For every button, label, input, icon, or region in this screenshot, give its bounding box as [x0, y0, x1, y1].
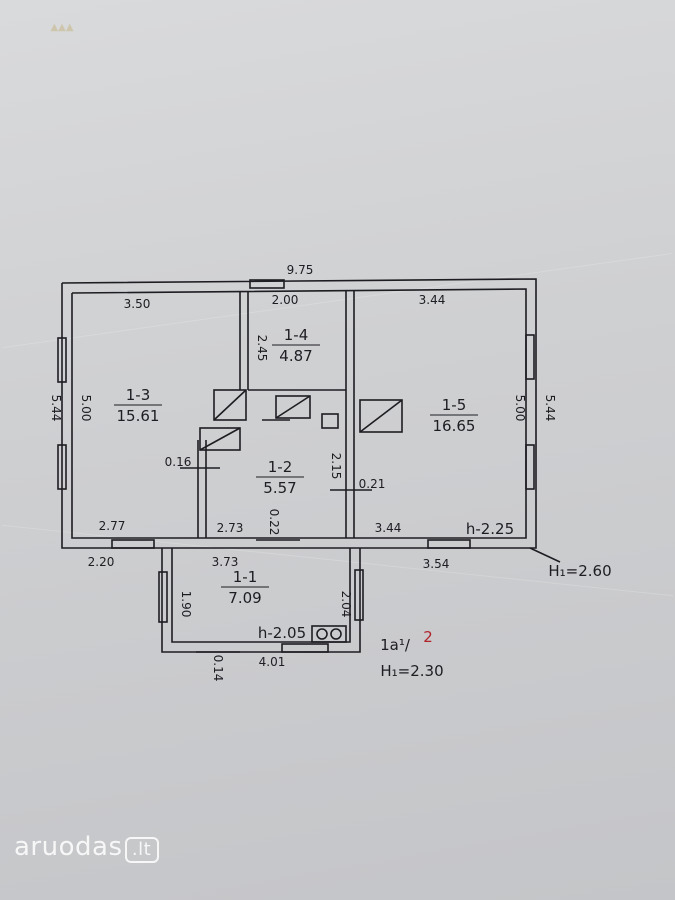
dim-corridor-depth: 2.15	[329, 453, 343, 480]
inner-wall	[71, 288, 527, 539]
dim-bottom-right-outer: 3.54	[423, 557, 450, 571]
watermark-badge: .lt	[124, 837, 159, 863]
dim-top-left: 3.50	[124, 297, 151, 311]
room-area-1-1: 7.09	[228, 589, 261, 607]
room-id-1-1: 1-1	[233, 568, 258, 586]
faint-logo: ▲▲▲	[50, 22, 74, 33]
dim-right-height: 5.44	[543, 395, 557, 422]
dim-bottom-mid-inner: 2.73	[217, 521, 244, 535]
window	[525, 334, 535, 380]
porch-wall	[161, 548, 361, 653]
room-area-1-4: 4.87	[279, 347, 312, 365]
window	[57, 444, 67, 490]
stove-hatch	[199, 427, 241, 451]
chimney-block	[321, 413, 339, 429]
room-id-1-4: 1-4	[284, 326, 309, 344]
wall-lines	[57, 278, 561, 653]
dim-tick	[529, 547, 561, 563]
dim-top-right: 3.44	[419, 293, 446, 307]
watermark: aruodas.lt	[14, 832, 159, 863]
stove-hatch	[213, 389, 247, 421]
stove-hatch	[275, 395, 311, 419]
room-id-1-2: 1-2	[268, 458, 293, 476]
dim-bottom-mid-outer: 3.73	[212, 555, 239, 569]
dim-overall-width: 9.75	[287, 263, 314, 277]
room-area-1-5: 16.65	[433, 417, 476, 435]
room-area-1-2: 5.57	[263, 479, 296, 497]
porch-stove	[311, 625, 347, 643]
stove-block	[359, 399, 403, 433]
overall-height-main: H₁=2.60	[548, 562, 611, 580]
dim-left-inner: 5.00	[79, 395, 93, 422]
ceiling-height-main: h-2.25	[466, 520, 514, 538]
stove-block	[213, 389, 247, 421]
dim-wall-022: 0.22	[267, 509, 281, 536]
stove-block	[275, 395, 311, 419]
room-area-1-3: 15.61	[117, 407, 160, 425]
room-labels: 1-1 7.09 1-2 5.57 1-3 15.61 1-4 4.87 1-5 16.65	[114, 326, 478, 607]
dim-porch-right: 2.04	[339, 591, 353, 618]
window	[354, 569, 364, 621]
porch-code: 1a¹/	[380, 636, 411, 654]
window	[249, 279, 285, 289]
dim-porch-left: 1.90	[179, 591, 193, 618]
dim-bottom-right-inner: 3.44	[375, 521, 402, 535]
porch-ceiling-height: h-2.05	[258, 624, 306, 642]
dim-wall-016: 0.16	[165, 455, 192, 469]
room-id-1-3: 1-3	[126, 386, 151, 404]
dim-bottom-left-inner: 2.77	[99, 519, 126, 533]
window	[281, 643, 329, 653]
watermark-text: aruodas	[14, 832, 123, 862]
dim-room-1-4-depth: 2.45	[255, 335, 269, 362]
dim-porch-bottom: 4.01	[259, 655, 286, 669]
dim-left-height: 5.44	[49, 395, 63, 422]
room-id-1-5: 1-5	[442, 396, 467, 414]
dim-right-inner: 5.00	[513, 395, 527, 422]
dim-top-mid: 2.00	[272, 293, 299, 307]
window	[525, 444, 535, 490]
porch-code-red: 2	[423, 628, 433, 646]
dim-porch-wall: 0.14	[211, 655, 225, 682]
dim-bottom-left-outer: 2.20	[88, 555, 115, 569]
dim-wall-021: 0.21	[359, 477, 386, 491]
burner	[330, 628, 342, 640]
window	[158, 571, 168, 623]
porch-overall-height: H₁=2.30	[380, 662, 443, 680]
outer-wall	[61, 278, 537, 549]
window	[57, 337, 67, 383]
window	[427, 539, 471, 549]
porch-wall	[171, 548, 351, 643]
stove-hatch	[359, 399, 403, 433]
burner	[316, 628, 328, 640]
stove-block	[199, 427, 241, 451]
window	[111, 539, 155, 549]
